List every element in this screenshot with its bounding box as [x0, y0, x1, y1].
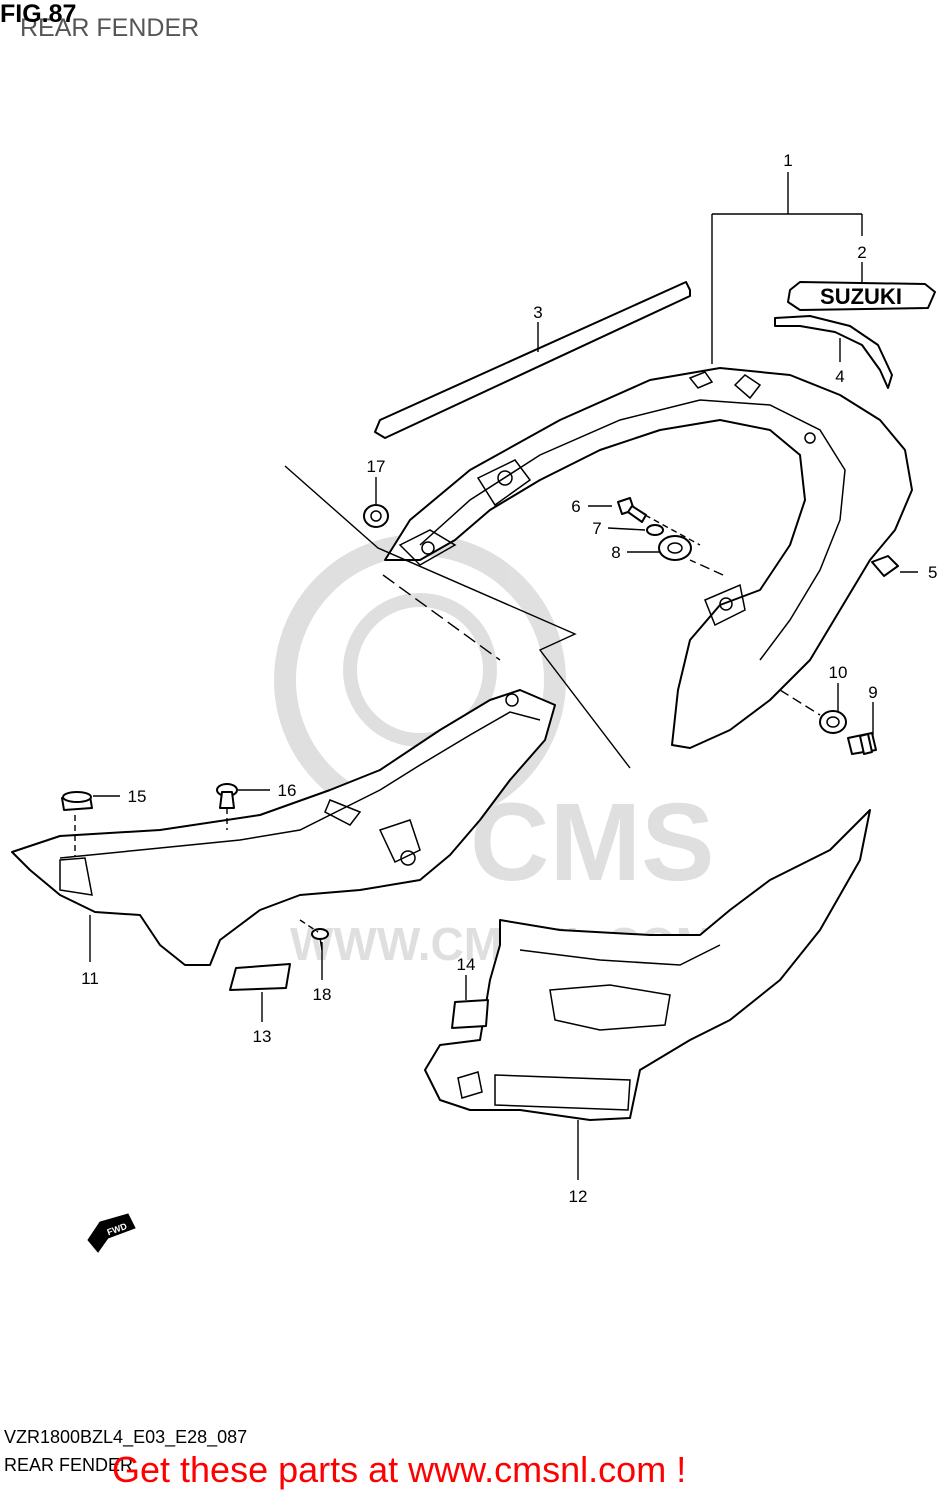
part-18-screw — [311, 928, 329, 951]
callout-1: 1 — [783, 151, 792, 170]
part-14-pad — [451, 999, 489, 1029]
promo-link[interactable]: Get these parts at www.cmsnl.com ! — [112, 1449, 687, 1490]
part-6-bolt — [617, 497, 647, 523]
callout-16: 16 — [278, 781, 297, 800]
callout-15: 15 — [128, 787, 147, 806]
emblem-text: SUZUKI — [820, 284, 902, 309]
part-8-grommet — [658, 535, 692, 561]
callout-10: 10 — [829, 663, 848, 682]
part-15-grommet — [61, 791, 93, 811]
part-11-rear-fender — [11, 689, 556, 966]
forward-direction-arrow-icon: FWD — [87, 1213, 136, 1253]
part-2-suzuki-emblem: SUZUKI — [787, 281, 936, 311]
callout-17: 17 — [367, 457, 386, 476]
part-5-nut-clip — [871, 555, 899, 577]
figure-name: REAR FENDER — [4, 1455, 134, 1475]
part-16-clip — [216, 783, 238, 809]
assembly-lines — [74, 465, 821, 933]
callout-3: 3 — [533, 303, 542, 322]
part-3-trim-strip — [374, 281, 691, 439]
callout-14: 14 — [457, 955, 476, 974]
part-9-screw — [847, 732, 877, 755]
part-7-washer — [646, 524, 664, 536]
part-1-tail-cowl — [384, 367, 913, 749]
callout-13: 13 — [253, 1027, 272, 1046]
callout-11: 11 — [81, 969, 99, 988]
figure-code: VZR1800BZL4_E03_E28_087 — [4, 1427, 248, 1447]
callout-12: 12 — [569, 1187, 588, 1206]
callout-5: 5 — [928, 563, 937, 582]
part-10-grommet — [819, 710, 847, 734]
leader-lines — [89, 172, 918, 1180]
part-13-pad — [229, 963, 291, 991]
callout-4: 4 — [835, 367, 844, 386]
part-12-side-cover — [424, 809, 871, 1121]
callout-9: 9 — [868, 683, 877, 702]
callout-6: 6 — [571, 497, 580, 516]
callout-8: 8 — [611, 543, 620, 562]
callout-2: 2 — [857, 243, 866, 262]
part-callouts: 1 2 3 4 5 6 7 8 9 10 11 12 13 14 15 16 1… — [81, 151, 937, 1206]
callout-18: 18 — [313, 985, 332, 1004]
figure-title: FIG.87 — [0, 0, 77, 28]
figure-subtitle: REAR FENDER — [20, 14, 200, 42]
part-17-grommet — [363, 504, 389, 528]
callout-7: 7 — [592, 519, 601, 538]
watermark-brand: CMS — [470, 781, 714, 904]
part-4-curved-trim — [774, 315, 893, 389]
